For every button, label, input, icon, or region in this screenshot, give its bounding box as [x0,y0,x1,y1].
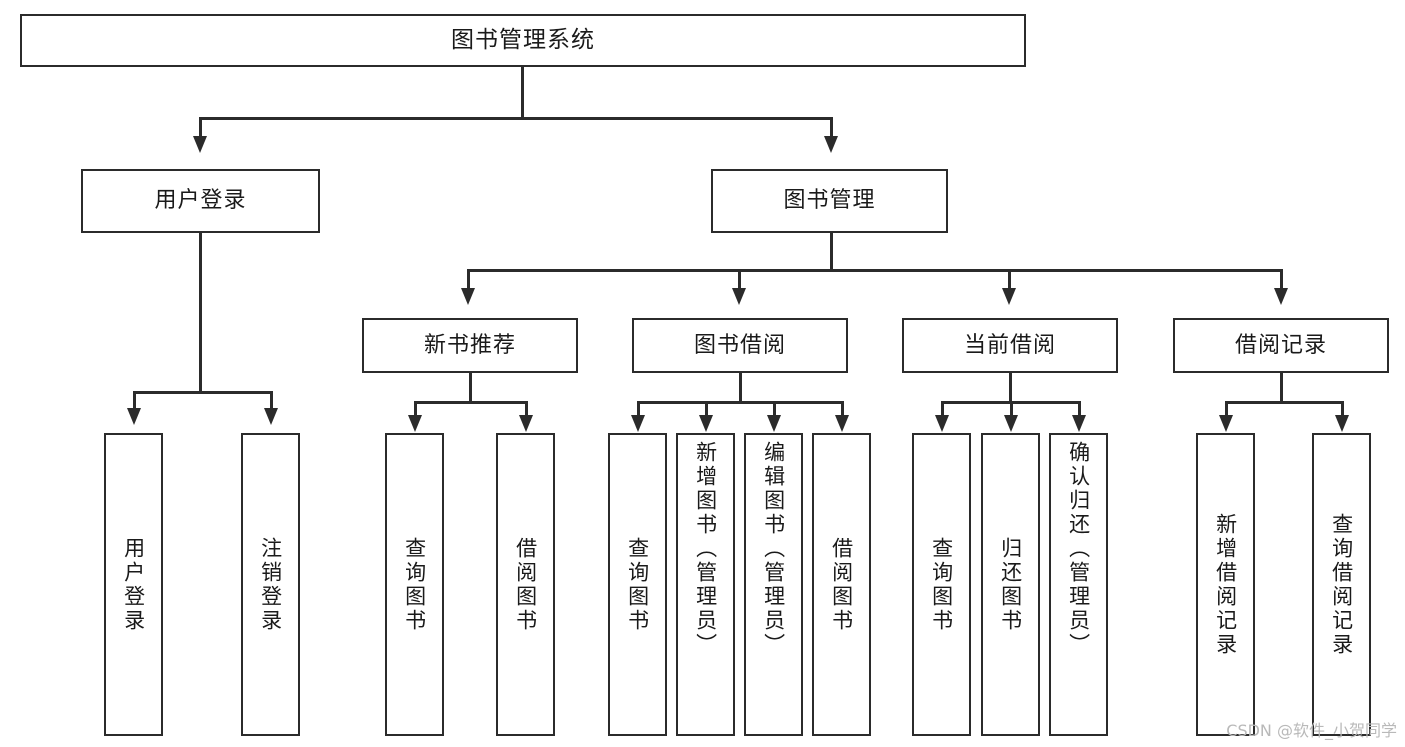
node-root-system[interactable]: 图书管理系统 [20,14,1026,67]
arrowhead-to-new-book [461,288,475,305]
node-label: 借阅记录 [1234,332,1327,358]
node-label: 查询图书 [625,536,650,633]
leaf-book-edit-admin[interactable]: 编辑图书（管理员） [744,433,803,736]
connector-book-borrow-drop-1 [637,401,640,417]
connector-level3-drop-1 [467,269,470,291]
connector-user-login-drop-1 [133,391,136,410]
connector-new-book-drop-1 [414,401,417,417]
leaf-record-add[interactable]: 新增借阅记录 [1196,433,1255,736]
arrowhead-to-borrow-record [1274,288,1288,305]
node-label: 查询借阅记录 [1329,512,1354,657]
arrowhead-user-login-leaf-1 [127,408,141,425]
arrowhead-new-book-leaf-2 [519,415,533,432]
connector-borrow-record-drop-1 [1225,401,1228,417]
connector-user-login-bus [133,391,272,394]
node-label: 确认归还（管理员） [1066,441,1091,657]
arrowhead-current-borrow-leaf-3 [1072,415,1086,432]
leaf-confirm-return-admin[interactable]: 确认归还（管理员） [1049,433,1108,736]
arrowhead-current-borrow-leaf-1 [935,415,949,432]
connector-borrow-record-stem [1280,373,1283,403]
arrowhead-borrow-record-leaf-1 [1219,415,1233,432]
connector-new-book-drop-2 [525,401,528,417]
node-user-login[interactable]: 用户登录 [81,169,320,233]
node-new-book-recommend[interactable]: 新书推荐 [362,318,578,373]
leaf-record-query[interactable]: 查询借阅记录 [1312,433,1371,736]
node-label: 编辑图书（管理员） [761,441,786,657]
node-label: 图书借阅 [693,332,786,358]
node-label: 用户登录 [154,188,247,214]
connector-current-borrow-drop-1 [941,401,944,417]
connector-borrow-record-bus [1225,401,1343,404]
watermark-text: CSDN @软件_小贺同学 [1226,721,1397,740]
leaf-user-login[interactable]: 用户登录 [104,433,163,736]
connector-book-borrow-drop-2 [705,401,708,417]
node-label: 查询图书 [402,536,427,633]
connector-root-bus [199,117,832,120]
connector-root-stem [521,67,524,118]
connector-current-borrow-drop-2 [1010,401,1013,417]
connector-level3-bus [467,269,1283,272]
leaf-new-book-query[interactable]: 查询图书 [385,433,444,736]
connector-book-borrow-bus [637,401,843,404]
arrowhead-book-borrow-leaf-2 [699,415,713,432]
node-book-borrow[interactable]: 图书借阅 [632,318,848,373]
node-label: 用户登录 [121,536,146,633]
arrowhead-current-borrow-leaf-2 [1004,415,1018,432]
node-label: 当前借阅 [963,332,1056,358]
leaf-book-borrow-action[interactable]: 借阅图书 [812,433,871,736]
leaf-new-book-borrow[interactable]: 借阅图书 [496,433,555,736]
connector-book-borrow-drop-4 [841,401,844,417]
arrowhead-to-book-manage [824,136,838,153]
leaf-current-return[interactable]: 归还图书 [981,433,1040,736]
connector-book-borrow-drop-3 [773,401,776,417]
node-book-management[interactable]: 图书管理 [711,169,948,233]
arrowhead-book-borrow-leaf-4 [835,415,849,432]
node-label: 借阅图书 [829,536,854,633]
node-borrow-record[interactable]: 借阅记录 [1173,318,1389,373]
connector-level3-drop-3 [1008,269,1011,291]
arrowhead-book-borrow-leaf-3 [767,415,781,432]
arrowhead-borrow-record-leaf-2 [1335,415,1349,432]
connector-book-borrow-stem [739,373,742,403]
node-label: 归还图书 [998,536,1023,633]
connector-user-login-drop-2 [270,391,273,410]
arrowhead-to-user-login [193,136,207,153]
node-label: 新书推荐 [423,332,516,358]
node-label: 查询图书 [929,536,954,633]
connector-book-manage-stem [830,233,833,271]
connector-level3-drop-2 [738,269,741,291]
connector-new-book-stem [469,373,472,403]
arrowhead-to-book-borrow [732,288,746,305]
connector-new-book-bus [414,401,527,404]
connector-current-borrow-stem [1009,373,1012,403]
node-label: 注销登录 [258,536,283,633]
connector-borrow-record-drop-2 [1341,401,1344,417]
connector-user-login-stem [199,233,202,393]
leaf-book-add-admin[interactable]: 新增图书（管理员） [676,433,735,736]
leaf-current-query[interactable]: 查询图书 [912,433,971,736]
connector-level3-drop-4 [1280,269,1283,291]
leaf-user-logout[interactable]: 注销登录 [241,433,300,736]
node-label: 图书管理 [783,188,876,214]
node-current-borrow[interactable]: 当前借阅 [902,318,1118,373]
node-label: 图书管理系统 [451,27,595,54]
connector-current-borrow-drop-3 [1078,401,1081,417]
connector-root-drop-left [199,117,202,139]
arrowhead-user-login-leaf-2 [264,408,278,425]
arrowhead-new-book-leaf-1 [408,415,422,432]
node-label: 新增借阅记录 [1213,512,1238,657]
node-label: 借阅图书 [513,536,538,633]
connector-root-drop-right [830,117,833,139]
arrowhead-to-current-borrow [1002,288,1016,305]
node-label: 新增图书（管理员） [693,441,718,657]
leaf-book-borrow-query[interactable]: 查询图书 [608,433,667,736]
arrowhead-book-borrow-leaf-1 [631,415,645,432]
